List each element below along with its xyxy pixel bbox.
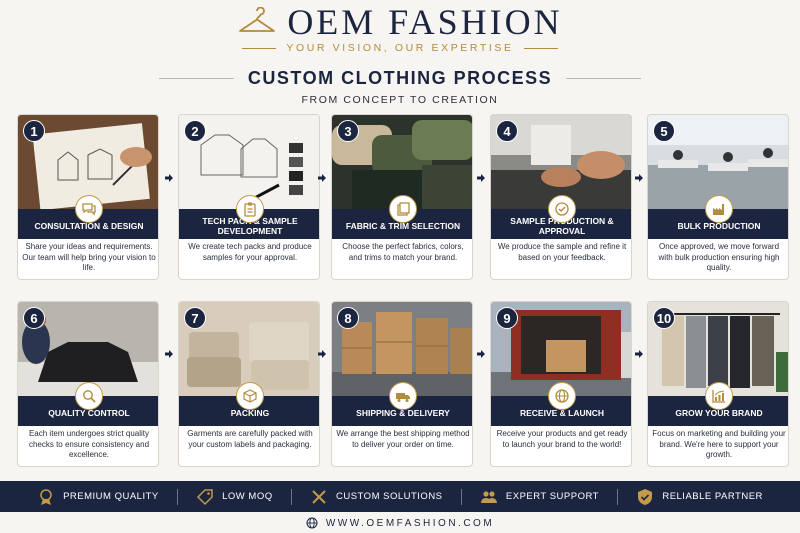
step-card-quality-control: 6 QUALITY CONTROL Each item undergoes st… [17, 301, 159, 467]
medal-icon [40, 488, 52, 505]
step-description: Receive your products and get ready to l… [496, 429, 628, 449]
feature-custom-solutions: CUSTOM SOLUTIONS [310, 488, 443, 506]
feature-label: RELIABLE PARTNER [662, 491, 763, 502]
divider [176, 488, 178, 505]
box-icon [236, 382, 264, 410]
step-description: Choose the perfect fabrics, colors, and … [342, 242, 464, 262]
step-number-badge: 4 [496, 120, 518, 142]
step-description: Each item undergoes strict quality check… [28, 429, 150, 460]
tagline: YOUR VISION, OUR EXPERTISE [286, 42, 514, 54]
step-description: We produce the sample and refine it base… [497, 242, 627, 262]
step-card-receive: 9 RECEIVE & LAUNCH Receive your products… [490, 301, 632, 467]
globe-icon [548, 382, 576, 410]
website-url[interactable]: WWW.OEMFASHION.COM [325, 517, 495, 529]
divider [617, 488, 619, 505]
tools-icon [312, 489, 326, 504]
arrow-right-icon [165, 174, 173, 182]
arrow-right-icon [318, 350, 326, 358]
team-icon [480, 490, 497, 503]
step-card-fabric: 3 FABRIC & TRIM SELECTION Choose the per… [331, 114, 473, 280]
photo-sketching [18, 115, 158, 209]
website: WWW.OEMFASHION.COM [0, 514, 800, 532]
divider [242, 47, 277, 49]
step-number-badge: 2 [184, 120, 206, 142]
divider [158, 78, 234, 79]
fabric-icon [389, 195, 417, 223]
page-title: CUSTOM CLOTHING PROCESS [247, 68, 553, 88]
growth-chart-icon [705, 382, 733, 410]
step-number-badge: 3 [337, 120, 359, 142]
step-card-grow-brand: 10 GROW YOUR BRAND Focus on marketing an… [647, 301, 789, 467]
divider [290, 488, 292, 505]
features-bar: PREMIUM QUALITY LOW MOQ CUSTOM SOLUTIONS… [0, 481, 800, 512]
step-number-badge: 6 [23, 307, 45, 329]
magnifier-icon [75, 382, 103, 410]
brand-logo: OEM FASHION [0, 2, 800, 42]
arrow-right-icon [318, 174, 326, 182]
feature-expert-support: EXPERT SUPPORT [480, 488, 599, 506]
step-description: Garments are carefully packed with your … [187, 429, 313, 449]
truck-icon [389, 382, 417, 410]
step-card-sample-production: 4 SAMPLE PRODUCTION & APPROVAL We produc… [490, 114, 632, 280]
arrow-right-icon [477, 174, 485, 182]
check-circle-icon [548, 195, 576, 223]
step-number-badge: 1 [23, 120, 45, 142]
step-card-tech-pack: 2 TECH PACK & SAMPLE DEVELOPMENT We crea… [178, 114, 320, 280]
brand-name: OEM FASHION [287, 2, 563, 42]
divider [566, 78, 642, 79]
photo-delivery-truck [491, 302, 631, 396]
factory-icon [705, 195, 733, 223]
step-number-badge: 10 [653, 307, 675, 329]
chat-icon [75, 195, 103, 223]
divider [460, 488, 462, 505]
step-card-consultation: 1 CONSULTATION & DESIGN Share your ideas… [17, 114, 159, 280]
tag-icon [197, 488, 213, 505]
step-description: We create tech packs and produce samples… [188, 242, 312, 262]
step-description: Share your ideas and requirements. Our t… [22, 242, 156, 273]
photo-quality-check [18, 302, 158, 396]
photo-warehouse-boxes [332, 302, 472, 396]
arrow-right-icon [477, 350, 485, 358]
step-number-badge: 8 [337, 307, 359, 329]
arrow-right-icon [165, 350, 173, 358]
arrow-right-icon [635, 350, 643, 358]
step-description: Once approved, we move forward with bulk… [658, 242, 780, 273]
arrow-right-icon [635, 174, 643, 182]
step-description: Focus on marketing and building your bra… [652, 429, 786, 460]
step-card-packing: 7 PACKING Garments are carefully packed … [178, 301, 320, 467]
step-title: BULK PRODUCTION [648, 209, 788, 239]
page-subtitle: FROM CONCEPT TO CREATION [301, 94, 499, 106]
globe-icon [306, 517, 318, 529]
feature-premium-quality: PREMIUM QUALITY [37, 488, 159, 506]
feature-label: PREMIUM QUALITY [63, 491, 159, 502]
header: OEM FASHION YOUR VISION, OUR EXPERTISE C… [0, 0, 800, 110]
step-number-badge: 5 [653, 120, 675, 142]
shield-check-icon [638, 488, 653, 505]
divider [523, 47, 558, 49]
feature-label: LOW MOQ [222, 491, 273, 502]
hanger-icon [239, 7, 276, 32]
photo-fabric-rolls [332, 115, 472, 209]
step-title: CONSULTATION & DESIGN [18, 209, 158, 239]
feature-reliable-partner: RELIABLE PARTNER [636, 488, 763, 506]
step-card-shipping: 8 SHIPPING & DELIVERY We arrange the bes… [331, 301, 473, 467]
feature-label: EXPERT SUPPORT [505, 491, 599, 502]
step-number-badge: 9 [496, 307, 518, 329]
photo-folded-garments [179, 302, 319, 396]
feature-label: CUSTOM SOLUTIONS [335, 491, 443, 502]
step-card-bulk-production: 5 BULK PRODUCTION Once approved, we move… [647, 114, 789, 280]
step-description: We arrange the best shipping method to d… [336, 429, 470, 449]
step-number-badge: 7 [184, 307, 206, 329]
clipboard-icon [236, 195, 264, 223]
feature-low-moq: LOW MOQ [196, 488, 272, 506]
